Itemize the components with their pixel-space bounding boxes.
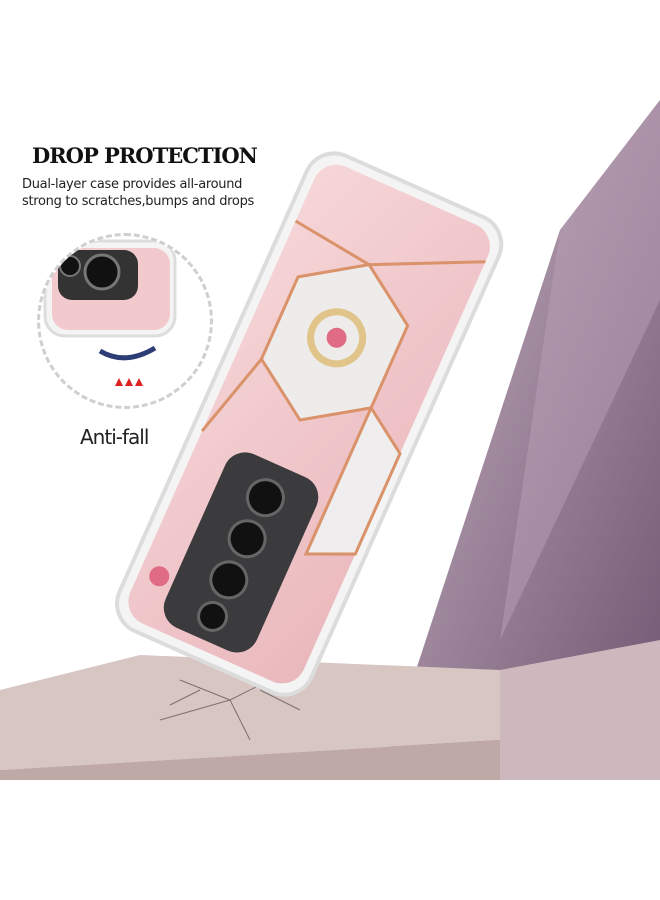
anti-fall-label: Anti-fall: [80, 425, 149, 449]
heading: DROP PROTECTION: [32, 143, 258, 168]
description-line-1: Dual-layer case provides all-around: [22, 177, 243, 192]
detail-inset: [37, 233, 213, 409]
wall-light: [500, 100, 660, 640]
description-line-2: strong to scratches,bumps and drops: [22, 194, 254, 209]
arrows-up-icon: [115, 378, 143, 386]
ring-holder: [307, 308, 367, 368]
pedestal-front: [0, 740, 500, 780]
pedestal-top: [0, 655, 500, 770]
floor-right: [500, 640, 660, 780]
description: Dual-layer case provides all-around stro…: [22, 176, 254, 210]
impact-arc-icon: [98, 345, 157, 361]
phone-case: [115, 151, 504, 697]
camera-lens-icon: [83, 253, 121, 291]
